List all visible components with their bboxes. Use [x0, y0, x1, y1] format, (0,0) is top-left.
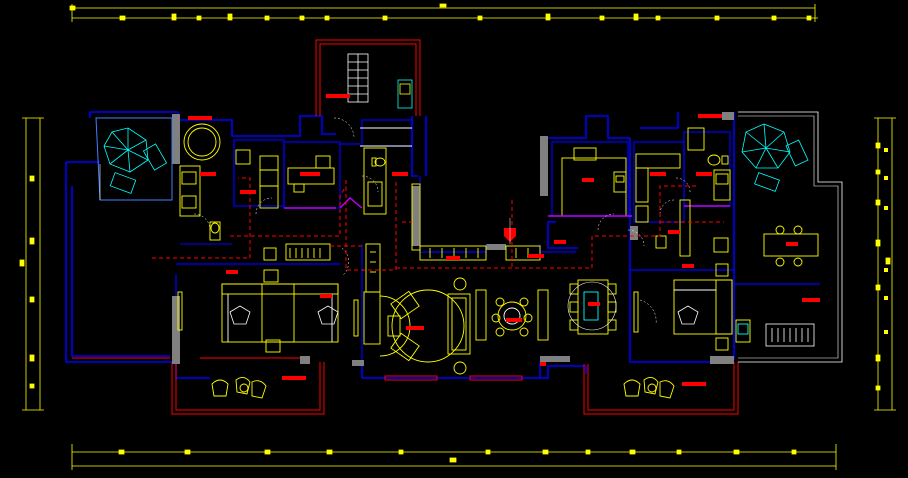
stair-icon — [765, 323, 815, 347]
armchair-icon — [211, 377, 675, 399]
room-tag — [682, 264, 694, 268]
dimension-lines-bottom — [71, 444, 837, 470]
right-terrace — [738, 111, 843, 363]
living-room — [365, 243, 471, 375]
patio-umbrella-icon — [741, 123, 809, 192]
circulation-lines — [152, 177, 724, 271]
room-tag — [226, 270, 238, 274]
dimension-lines-right — [874, 117, 896, 411]
room-tag — [588, 302, 600, 306]
dimension-lines-top — [69, 3, 818, 22]
room-tag — [392, 172, 408, 176]
bed-icon — [673, 279, 733, 335]
toilet-icon — [209, 221, 221, 241]
room-tag — [506, 318, 522, 322]
room-tag — [240, 190, 256, 194]
toilet-icon — [707, 154, 729, 166]
door-swings — [193, 117, 691, 325]
room-tag — [406, 326, 424, 330]
armchair-icon — [229, 305, 339, 325]
right-bathroom — [679, 127, 731, 257]
sofa-icon — [447, 293, 471, 355]
stair-core — [347, 53, 369, 103]
room-tag — [696, 172, 712, 176]
room-tag — [446, 256, 460, 260]
washbasin-icon — [397, 79, 413, 109]
left-bedroom-wardrobe — [177, 243, 381, 353]
room-tag — [802, 298, 820, 302]
room-tag — [528, 254, 544, 258]
outer-walls — [65, 111, 735, 379]
structural-columns — [172, 112, 734, 366]
room-tag — [682, 382, 706, 386]
room-tag — [650, 172, 666, 176]
red-walls — [72, 39, 739, 415]
room-tags — [200, 94, 820, 386]
room-tag — [554, 240, 566, 244]
room-tag — [786, 242, 798, 246]
room-tag — [668, 230, 680, 234]
dining-table-icon — [763, 225, 819, 267]
north-arrow-icon — [504, 218, 516, 244]
left-terrace — [95, 117, 173, 201]
room-tag — [326, 94, 350, 98]
armchair-icon — [677, 305, 699, 325]
room-tag — [282, 376, 306, 380]
left-closet — [235, 149, 363, 209]
center-bathroom — [360, 127, 412, 215]
left-bathroom — [179, 123, 232, 245]
dining-table-icon — [567, 279, 617, 335]
grid-markers — [30, 148, 888, 334]
room-tag — [200, 172, 216, 176]
round-table-icon — [475, 289, 549, 341]
right-bedroom-furniture — [633, 235, 751, 351]
patio-umbrella-icon — [103, 127, 168, 194]
room-tag — [320, 294, 332, 298]
room-tag — [582, 178, 594, 182]
room-tag — [300, 172, 320, 176]
